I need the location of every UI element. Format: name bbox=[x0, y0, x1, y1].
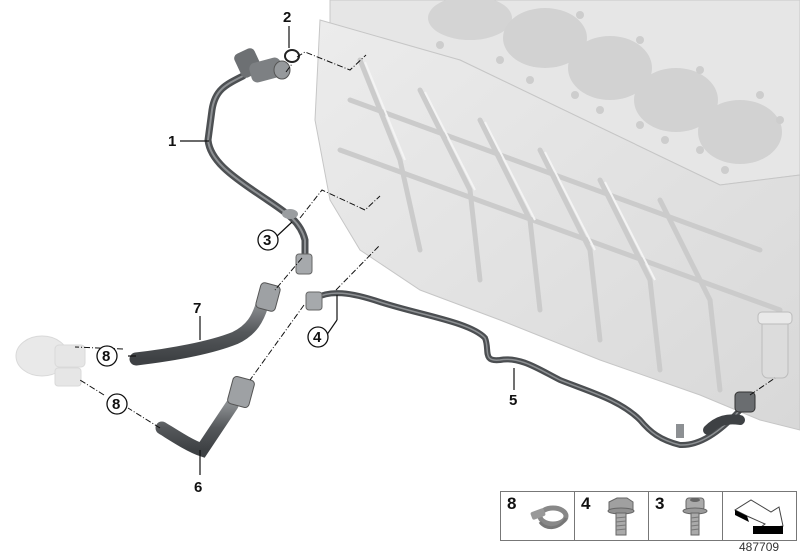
svg-text:4: 4 bbox=[313, 329, 322, 346]
hose-5 bbox=[305, 290, 756, 449]
pressure-valve bbox=[15, 335, 86, 387]
svg-text:2: 2 bbox=[283, 9, 291, 26]
hose-1 bbox=[204, 48, 313, 275]
legend-item-3[interactable]: 3 bbox=[649, 492, 723, 540]
callout-1[interactable]: 1 bbox=[168, 133, 176, 150]
drawing-number: 487709 bbox=[739, 540, 780, 554]
callout-7[interactable]: 7 bbox=[193, 300, 201, 317]
hose-7 bbox=[129, 282, 281, 366]
legend-item-8[interactable]: 8 bbox=[501, 492, 575, 540]
svg-text:3: 3 bbox=[263, 232, 271, 249]
hose-6 bbox=[155, 376, 255, 458]
callout-8-upper[interactable]: 8 bbox=[96, 345, 118, 367]
callout-4[interactable]: 4 bbox=[307, 326, 329, 348]
callout-2[interactable]: 2 bbox=[283, 9, 291, 26]
engine-block bbox=[314, 0, 800, 431]
legend-item-direction[interactable] bbox=[723, 492, 796, 540]
callout-5[interactable]: 5 bbox=[509, 392, 517, 409]
legend-number: 3 bbox=[655, 494, 665, 513]
parts-legend: 8 4 3 bbox=[500, 491, 797, 541]
legend-item-4[interactable]: 4 bbox=[575, 492, 649, 540]
svg-text:8: 8 bbox=[102, 348, 110, 365]
torx-bolt-icon bbox=[682, 497, 708, 536]
hose-clamp-icon bbox=[530, 505, 569, 529]
legend-number: 4 bbox=[581, 494, 591, 513]
o-ring-2 bbox=[284, 49, 300, 63]
svg-text:6: 6 bbox=[194, 479, 202, 496]
svg-text:5: 5 bbox=[509, 392, 517, 409]
svg-text:8: 8 bbox=[112, 396, 120, 413]
callout-6[interactable]: 6 bbox=[194, 479, 202, 496]
svg-text:1: 1 bbox=[168, 133, 176, 150]
callout-leaders bbox=[128, 26, 515, 475]
callout-8-lower[interactable]: 8 bbox=[106, 393, 128, 415]
assembly-lines bbox=[74, 51, 776, 429]
direction-arrow-icon bbox=[733, 499, 784, 534]
svg-text:7: 7 bbox=[193, 300, 201, 317]
hex-bolt-icon bbox=[607, 497, 635, 536]
callout-3[interactable]: 3 bbox=[257, 229, 279, 251]
legend-number: 8 bbox=[507, 494, 517, 513]
